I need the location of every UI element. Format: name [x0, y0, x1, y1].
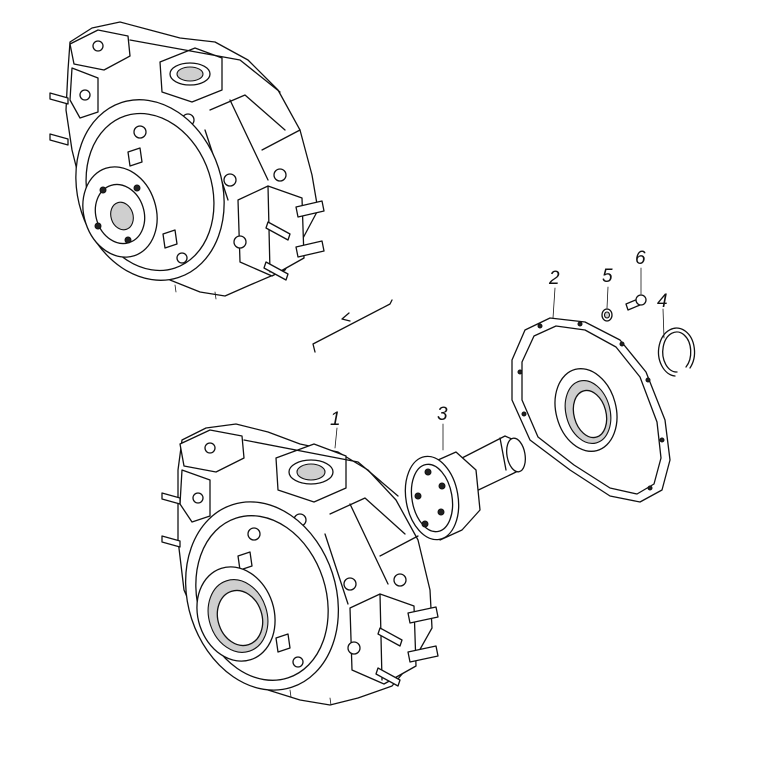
callout-3: 3 [437, 404, 448, 425]
callout-6: 6 [635, 248, 646, 269]
callout-labels: 1 2 3 4 5 6 [330, 248, 668, 430]
part-6-screw [625, 294, 647, 311]
part-5-washer [601, 308, 613, 322]
callout-2: 2 [548, 268, 560, 289]
callout-4: 4 [657, 291, 668, 312]
part-1-housing [161, 423, 439, 706]
callout-1: 1 [330, 409, 341, 430]
part-3-coupling [404, 435, 526, 541]
assembled-housing [49, 21, 325, 300]
part-2-cover-plate [511, 317, 671, 503]
part-4-snap-ring [657, 327, 696, 377]
assembly-direction-arrow [312, 299, 393, 353]
callout-leaders [334, 267, 665, 451]
callout-5: 5 [602, 266, 613, 287]
